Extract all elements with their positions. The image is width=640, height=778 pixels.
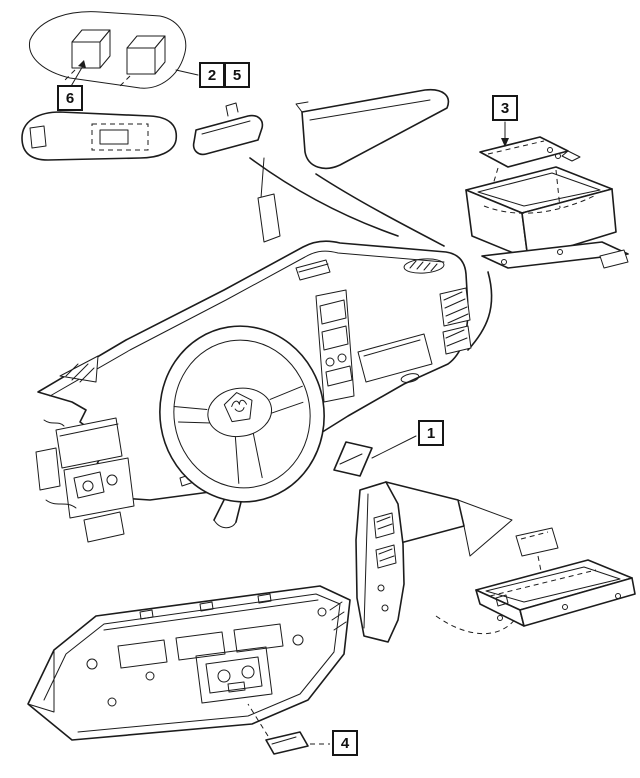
callout-5[interactable]: 5 bbox=[224, 62, 250, 88]
sun-visor-left bbox=[22, 112, 176, 160]
callout-4[interactable]: 4 bbox=[332, 730, 358, 756]
callout-3-label: 3 bbox=[500, 99, 510, 117]
callout-2[interactable]: 2 bbox=[199, 62, 225, 88]
callout-6-label: 6 bbox=[65, 89, 75, 107]
cowl-trim-panel bbox=[28, 586, 350, 740]
visor-mounting-clips bbox=[29, 12, 185, 88]
overhead-storage-bin bbox=[466, 137, 628, 350]
rear-cab-storage-tray bbox=[356, 482, 635, 642]
callout-1[interactable]: 1 bbox=[418, 420, 444, 446]
panel-bracket-part bbox=[334, 442, 372, 476]
callout-3[interactable]: 3 bbox=[492, 95, 518, 121]
callout-4-label: 4 bbox=[340, 734, 350, 752]
ram-logo-badge bbox=[223, 390, 255, 422]
callout-2-label: 2 bbox=[207, 66, 217, 84]
callout-5-label: 5 bbox=[232, 66, 242, 84]
silencer-strip-part bbox=[248, 704, 308, 754]
callout-6[interactable]: 6 bbox=[57, 85, 83, 111]
callout-1-label: 1 bbox=[426, 424, 436, 442]
sun-visor-right bbox=[296, 90, 448, 169]
steering-wheel bbox=[147, 314, 337, 513]
rear-view-mirror bbox=[194, 103, 280, 242]
callout-leader-lines bbox=[70, 60, 509, 744]
windshield-lines bbox=[250, 158, 444, 246]
